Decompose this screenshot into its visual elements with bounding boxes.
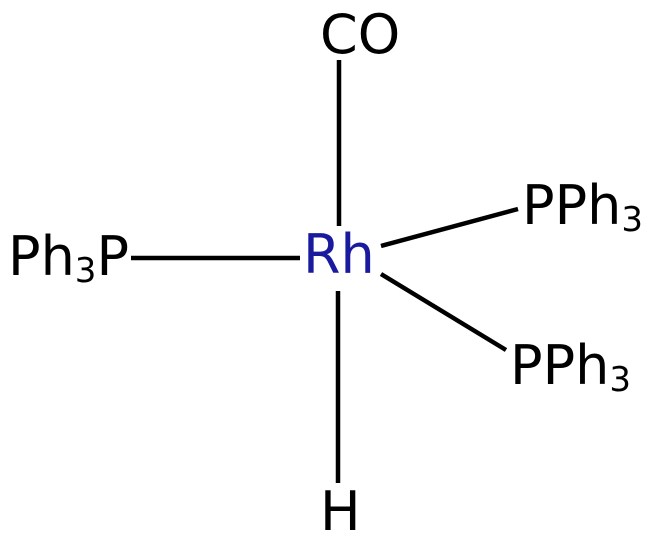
metal-center-label-rh: Rh <box>303 228 375 282</box>
ligand-label-pph3-lower-right: PPh3 <box>510 339 631 398</box>
ligand-label-pph3-upper-right: PPh3 <box>522 179 643 238</box>
ligand-label-hydride: H <box>320 485 361 539</box>
ligand-co-text: CO <box>320 3 401 66</box>
ligand-pph3-left-text: Ph <box>8 225 75 288</box>
ligand-pph3-upper-right-text: PPh <box>522 174 622 237</box>
ligand-label-co: CO <box>320 8 400 62</box>
ligand-hydride-text: H <box>320 480 361 540</box>
ligand-label-pph3-left: Ph3P <box>8 230 129 289</box>
metal-symbol-rest: h <box>340 223 375 286</box>
ligand-pph3-left-subscript: 3 <box>74 251 97 292</box>
metal-symbol-first: R <box>303 223 341 286</box>
ligand-pph3-lower-right-text: PPh <box>510 334 610 397</box>
ligand-pph3-upper-right-subscript: 3 <box>621 200 644 241</box>
ligand-pph3-lower-right-subscript: 3 <box>609 360 632 401</box>
ligand-pph3-left-tail: P <box>96 225 130 288</box>
bond-rh-pph3-lower-right <box>379 272 508 352</box>
bond-rh-pph3-upper-right <box>380 206 519 249</box>
